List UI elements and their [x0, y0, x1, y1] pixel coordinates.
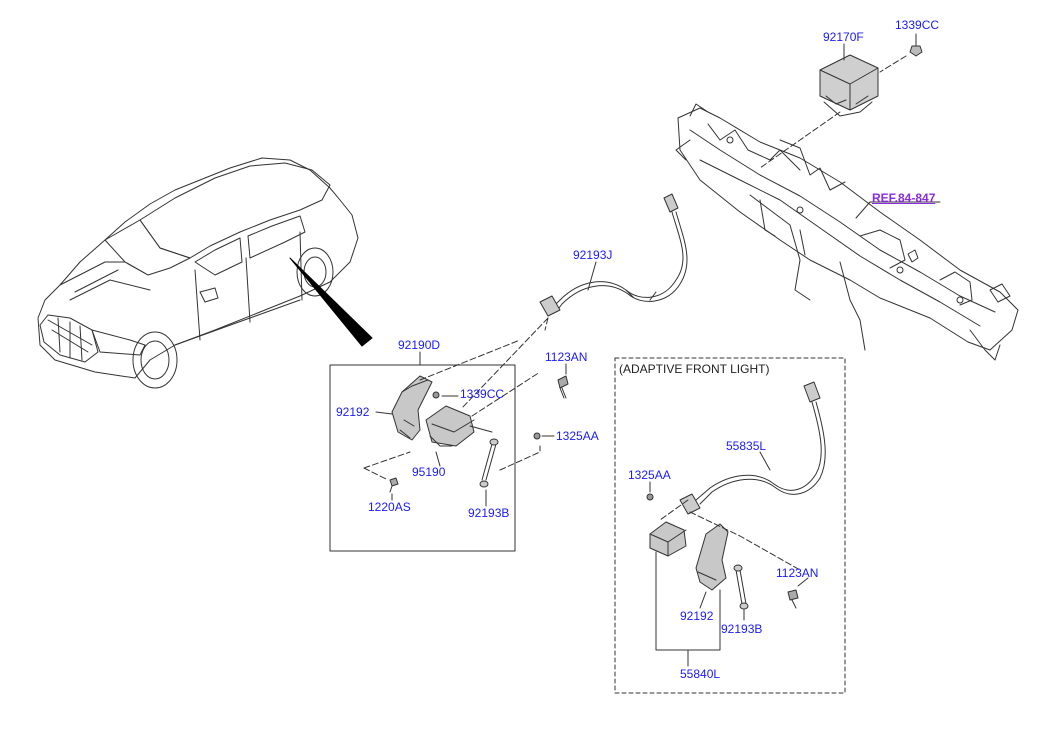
ecu-module	[819, 54, 879, 117]
bolt-1123AN-right	[787, 589, 799, 609]
callout-55835L[interactable]: 55835L	[726, 439, 767, 453]
vehicle-illustration	[37, 157, 373, 389]
callout-92193B-left[interactable]: 92193B	[468, 506, 510, 520]
nut-1325AA-mid	[533, 432, 541, 440]
callout-55840L[interactable]: 55840L	[680, 667, 721, 681]
nut-1339CC-box	[432, 391, 440, 399]
leader-1123AN-right	[797, 577, 809, 587]
callout-1325AA-right[interactable]: 1325AA	[628, 468, 671, 482]
dash-ecu	[759, 55, 907, 169]
callout-92193J[interactable]: 92193J	[573, 248, 613, 262]
ecu-nut	[909, 45, 923, 57]
leader-95190	[435, 451, 441, 467]
bracket-92192-right	[695, 523, 729, 591]
kit-box-92190D	[329, 364, 516, 552]
callout-1325AA-mid[interactable]: 1325AA	[556, 429, 599, 443]
callout-92190D[interactable]: 92190D	[398, 338, 441, 352]
leader-ref	[855, 201, 941, 219]
callout-1220AS[interactable]: 1220AS	[368, 500, 411, 514]
callout-92192-right[interactable]: 92192	[680, 609, 714, 623]
leader-55835L	[759, 451, 771, 471]
link-rod-left	[479, 438, 499, 488]
leader-92192-right	[699, 591, 707, 609]
dash-92193J	[461, 317, 549, 409]
nut-1325AA-right	[646, 493, 654, 501]
callout-1123AN-mid[interactable]: 1123AN	[545, 350, 588, 364]
leader-92193J	[587, 261, 597, 291]
callout-92192-left[interactable]: 92192	[336, 405, 370, 419]
leader-92192-left	[375, 411, 393, 415]
callout-92170F[interactable]: 92170F	[823, 30, 864, 44]
harness-92193j	[539, 193, 688, 317]
afl-box	[614, 357, 846, 694]
callout-95190[interactable]: 95190	[412, 465, 446, 479]
ref-link[interactable]: REF.84-847	[872, 191, 936, 205]
callout-1339CC-box[interactable]: 1339CC	[460, 387, 505, 401]
sensor-95190	[425, 405, 493, 447]
harness-55835l	[679, 381, 826, 515]
sensor-afl	[649, 521, 687, 557]
bolt-1220AS	[389, 477, 399, 493]
callout-92193B-right[interactable]: 92193B	[721, 622, 763, 636]
bolt-1123AN-mid	[557, 375, 569, 399]
bracket-92192-left	[391, 375, 433, 441]
callout-1339CC-top[interactable]: 1339CC	[895, 18, 940, 32]
link-rod-right	[733, 564, 749, 610]
crossmember	[675, 103, 1019, 361]
afl-section-heading: (ADAPTIVE FRONT LIGHT)	[619, 362, 770, 376]
callout-1123AN-right[interactable]: 1123AN	[776, 566, 819, 580]
